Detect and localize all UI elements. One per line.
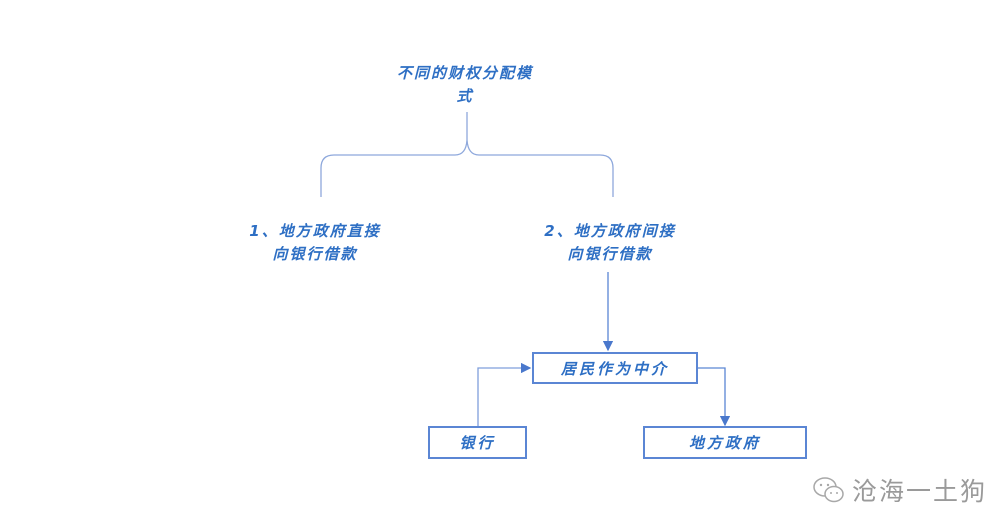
title-line-1: 不同的财权分配模 [396, 64, 533, 82]
bank-node: 银行 [428, 426, 527, 459]
intermediary-node: 居民作为中介 [532, 352, 698, 384]
government-node: 地方政府 [643, 426, 807, 459]
bank-label: 银行 [459, 434, 496, 452]
option-1-line-2: 向银行借款 [272, 245, 358, 263]
title: 不同的财权分配模 式 [365, 62, 565, 108]
government-label: 地方政府 [688, 434, 761, 452]
watermark: 沧海一土狗 [812, 472, 987, 508]
title-line-2: 式 [456, 87, 474, 105]
intermediary-label: 居民作为中介 [560, 359, 669, 378]
arrow-bank-to-intermediary [477, 362, 532, 427]
option-1-label: 1、地方政府直接 向银行借款 [215, 220, 415, 266]
wechat-icon [813, 477, 844, 503]
watermark-text: 沧海一土狗 [852, 477, 988, 506]
brace [320, 112, 614, 197]
option-2-line-1: 2、地方政府间接 [544, 222, 676, 240]
option-2-label: 2、地方政府间接 向银行借款 [510, 220, 710, 266]
option-2-line-2: 向银行借款 [567, 245, 653, 263]
option-1-line-1: 1、地方政府直接 [249, 222, 381, 240]
arrow-intermediary-to-government [697, 367, 731, 427]
